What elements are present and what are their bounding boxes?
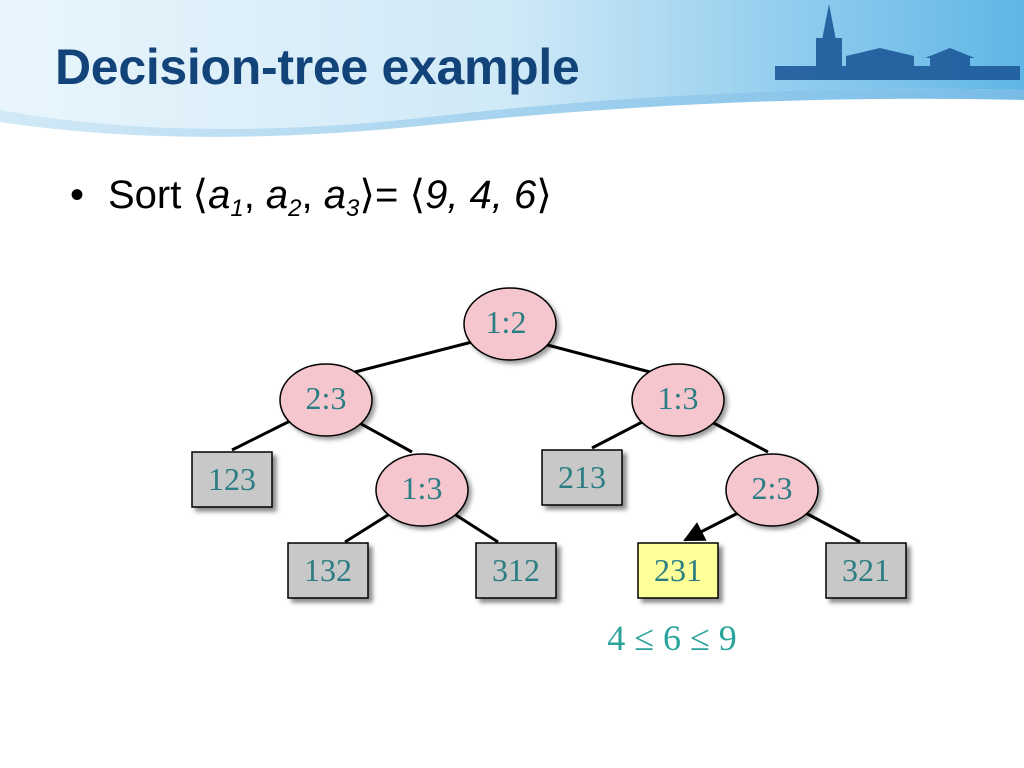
leaf-231-label: 231 bbox=[654, 552, 702, 588]
header-banner bbox=[0, 0, 1024, 137]
leaf-321: 321 bbox=[825, 542, 907, 599]
result-caption: 4 ≤ 6 ≤ 9 bbox=[607, 618, 737, 658]
sub-1: 1 bbox=[230, 195, 244, 222]
leaf-123-label: 123 bbox=[208, 461, 256, 497]
leaf-312: 312 bbox=[475, 542, 557, 599]
var-a2: a bbox=[265, 173, 289, 217]
edge-leftright-312 bbox=[447, 508, 499, 544]
edge-rightright-321 bbox=[799, 508, 861, 544]
value-2: 4 bbox=[469, 173, 492, 217]
node-root: 1:2 bbox=[463, 287, 557, 361]
leaf-132: 132 bbox=[287, 542, 369, 599]
node-left-right-label: 1:3 bbox=[402, 470, 443, 506]
node-left-right: 1:3 bbox=[375, 453, 469, 527]
leaf-321-label: 321 bbox=[842, 552, 890, 588]
edge-right-213 bbox=[591, 418, 647, 450]
node-left-label: 2:3 bbox=[306, 380, 347, 416]
leaf-123: 123 bbox=[191, 451, 273, 508]
edge-rightright-231 bbox=[683, 508, 745, 542]
node-right: 1:3 bbox=[631, 363, 725, 437]
edge-root-right bbox=[535, 340, 651, 374]
node-right-right-label: 2:3 bbox=[752, 470, 793, 506]
sub-2: 2 bbox=[288, 195, 302, 222]
node-root-label: 1:2 bbox=[486, 304, 527, 340]
leaf-132-label: 132 bbox=[304, 552, 352, 588]
edge-root-left bbox=[354, 340, 473, 374]
leaf-213: 213 bbox=[541, 449, 623, 506]
node-right-label: 1:3 bbox=[658, 380, 699, 416]
tree-edges bbox=[231, 340, 861, 544]
sub-3: 3 bbox=[346, 195, 360, 222]
var-a3: a bbox=[323, 173, 347, 217]
value-3: 6 bbox=[514, 173, 537, 217]
node-left: 2:3 bbox=[279, 363, 373, 437]
bullet-prefix: Sort bbox=[108, 173, 182, 217]
leaf-231-highlighted: 231 bbox=[637, 542, 719, 599]
edge-leftright-132 bbox=[344, 508, 397, 544]
edge-right-rightright bbox=[707, 418, 769, 454]
village-silhouette-icon bbox=[775, 4, 1020, 80]
edge-left-leftright bbox=[353, 418, 413, 454]
var-a1: a bbox=[208, 173, 231, 217]
edge-left-123 bbox=[231, 418, 293, 452]
bullet-item: •Sort ⟨a1, a2, a3⟩= ⟨9, 4, 6⟩ bbox=[70, 173, 552, 222]
node-right-right: 2:3 bbox=[725, 453, 819, 527]
bullet-dot: • bbox=[70, 173, 85, 217]
leaf-312-label: 312 bbox=[492, 552, 540, 588]
slide-title: Decision-tree example bbox=[55, 39, 580, 95]
leaf-213-label: 213 bbox=[558, 459, 606, 495]
value-1: 9 bbox=[425, 173, 448, 217]
